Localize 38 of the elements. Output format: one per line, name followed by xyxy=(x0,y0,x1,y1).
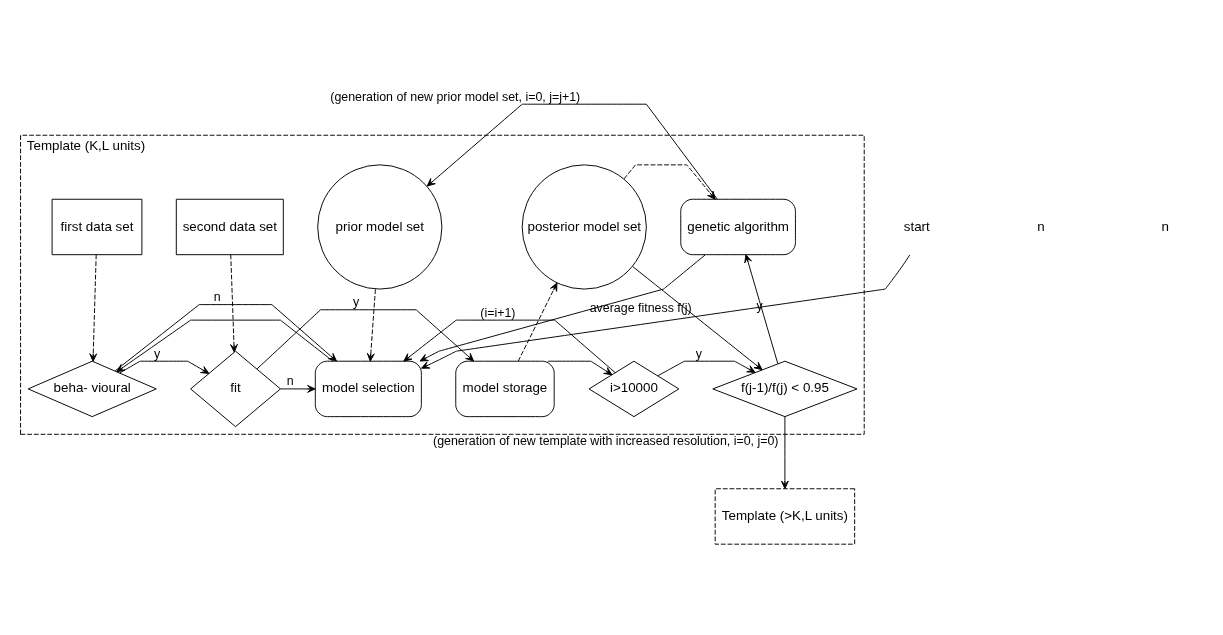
arrow xyxy=(781,416,789,490)
arrow xyxy=(744,254,779,365)
node-box: model selection xyxy=(314,360,422,418)
node-box: Template (>K,L units) xyxy=(714,488,856,545)
node-diamond: beha- vioural xyxy=(27,360,157,418)
edge-label: (i=i+1) xyxy=(480,305,516,320)
node-diamond: i>10000 xyxy=(588,360,680,418)
arrow xyxy=(403,319,616,374)
edge-label: y xyxy=(154,346,161,361)
node-box: genetic algorithm xyxy=(680,198,796,256)
arrow xyxy=(547,360,613,376)
edge-label: (generation of new template with increased resolution, i=0, j=0) xyxy=(433,434,779,449)
node-box: first data set xyxy=(51,198,143,256)
node-box: model storage xyxy=(455,360,555,418)
node-box: second data set xyxy=(175,198,284,256)
edge-label: y xyxy=(353,295,360,310)
arrow xyxy=(256,309,475,370)
node-diamond: fit xyxy=(190,350,281,428)
label: n xyxy=(1161,218,1169,234)
arrow xyxy=(426,103,718,200)
arrow xyxy=(89,254,98,362)
edge-label: y xyxy=(695,346,702,361)
arrow xyxy=(230,254,238,353)
arrow xyxy=(280,385,316,393)
node-text: start xyxy=(903,218,930,234)
label: n xyxy=(1037,218,1045,234)
arrow xyxy=(421,254,911,369)
arrow xyxy=(632,265,763,371)
arrow xyxy=(623,164,716,200)
arrow xyxy=(366,288,376,362)
edge-label: n xyxy=(213,290,221,305)
arrow xyxy=(119,360,210,374)
arrow xyxy=(419,254,706,362)
node-circle: prior model set xyxy=(317,164,443,290)
edge-label: n xyxy=(286,374,294,389)
edge-label: (generation of new prior model set, i=0, j=j+1) xyxy=(330,89,581,104)
arrow xyxy=(517,282,558,362)
arrow xyxy=(657,360,756,377)
